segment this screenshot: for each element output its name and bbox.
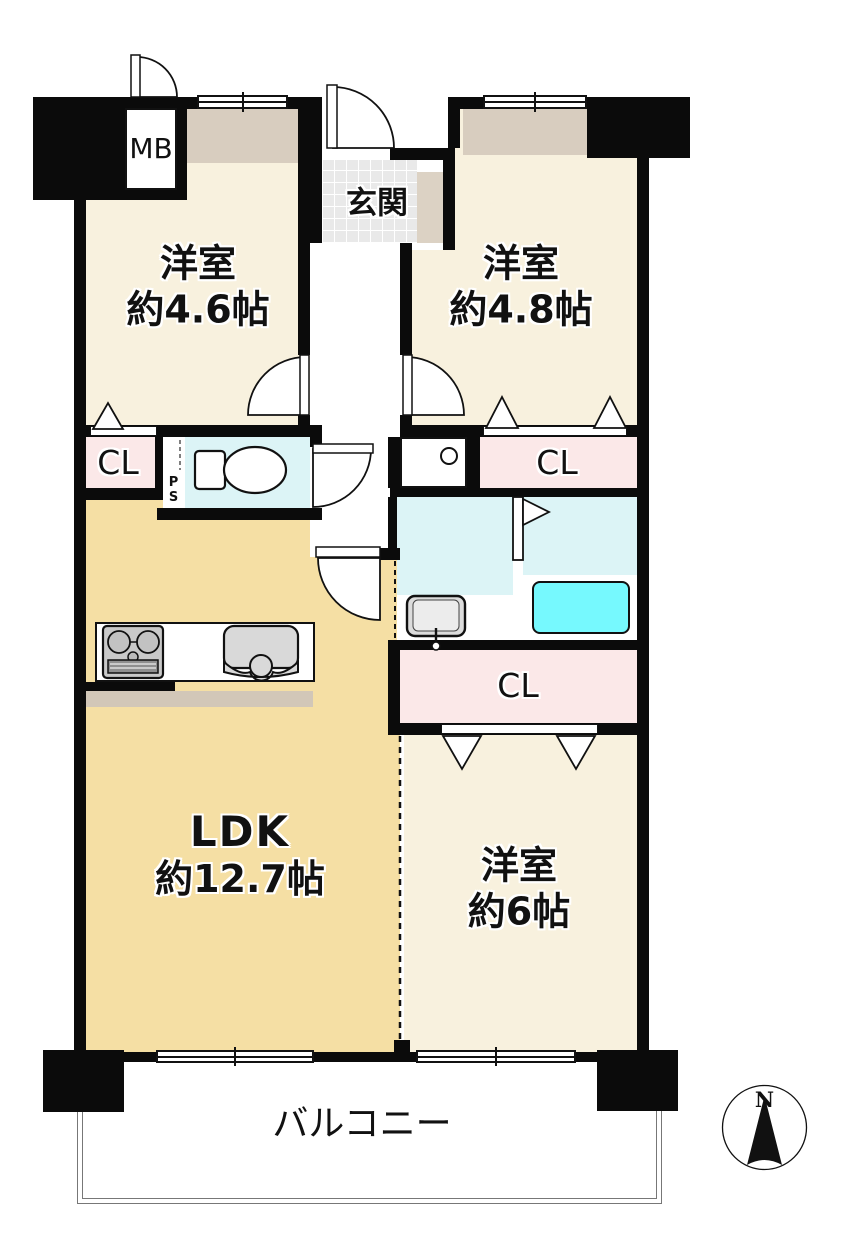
wall [390,640,649,650]
wall [390,148,445,160]
bedroom3-floor [404,733,637,1052]
bathtub [532,581,630,634]
balcony-area [77,1062,662,1204]
closet1-door-track [90,426,157,436]
wall [394,1040,410,1052]
wall [400,415,412,425]
wall [298,415,310,425]
window-bedroom3-balcony [416,1047,576,1066]
mb-door-swing [130,54,178,98]
meter-box-label: MB [129,132,173,166]
toilet-door-swing [312,443,374,508]
closet2-label: CL [536,443,578,483]
wall [467,437,480,488]
closet3-fold-markers [441,735,597,771]
washer-space [400,437,467,488]
wall [388,437,400,488]
compass-north-label: N [755,1087,774,1112]
ldk-label: LDK 約12.7帖 [155,807,325,903]
wall [388,497,397,560]
wall [310,437,322,447]
bedroom1-area: 約4.6帖 [126,287,270,331]
wall-bottom [314,1052,416,1062]
ldk-name: LDK [189,807,291,857]
wall [74,488,163,500]
window-mullion [495,1047,497,1066]
toilet-fixture [193,445,288,495]
wall [460,97,483,109]
closet1-label: CL [97,443,139,483]
wall [157,508,322,520]
ldk-area: 約12.7帖 [155,857,325,902]
window-mullion [534,92,536,112]
kitchen-sink [222,624,300,682]
bedroom1-door-swing [247,354,310,416]
window-bedroom2 [483,92,587,112]
balcony-inner-rail [82,1062,657,1199]
closet3-label: CL [497,666,539,706]
wall [390,488,649,497]
entrance-door-swing [326,84,395,149]
window-bedroom1 [197,92,288,112]
bedroom3-label: 洋室 約6帖 [468,843,570,934]
washer-tap-icon [440,447,458,465]
wall [298,97,322,243]
pipe-space-label: PS [166,475,181,505]
washroom-fill [397,497,513,595]
compass: N [721,1084,808,1171]
bedroom2-floor [455,109,637,425]
meter-box [125,108,177,190]
closet2-door-track [483,426,627,436]
window-mullion [234,1047,236,1066]
wall-top-right-block [587,97,690,158]
bedroom3-name: 洋室 [480,843,558,888]
wall [187,97,199,109]
wall-bottom-right-block [597,1050,678,1111]
bedroom1-storage-strip [187,109,298,163]
closet1-fold-marker [91,401,125,430]
window-mullion [241,92,244,112]
wall-right-outer [637,158,649,1052]
closet2-fold-markers [484,395,628,429]
bedroom2-name: 洋室 [482,241,560,286]
balcony-label: バルコニー [272,1103,452,1145]
bedroom2-label: 洋室 約4.8帖 [449,241,592,332]
bedroom1-label: 洋室 約4.6帖 [126,241,269,332]
wall-left-outer [74,200,86,1052]
wall [155,437,163,500]
wall-bottom-left-block [43,1050,124,1112]
compass-needle [747,1096,782,1165]
closet3-fill [400,648,637,723]
kitchen-counter-base [83,691,313,707]
ldk-door-swing [315,546,381,621]
wall [400,243,412,355]
closet2-fill [480,437,637,488]
bedroom2-door-swing [402,354,465,416]
kitchen-counter-edge [83,682,175,691]
wall [388,640,400,735]
bedroom2-area: 約4.8帖 [449,287,593,331]
bedroom1-name: 洋室 [159,241,237,286]
bathroom-door [512,496,552,561]
wall [298,243,310,355]
closet1-fill [82,437,155,488]
window-ldk-balcony [156,1047,314,1066]
stove [101,624,165,680]
entrance-tile-floor [322,160,417,243]
wall [448,97,460,148]
bedroom3-area: 約6帖 [467,889,571,933]
wall [443,148,455,250]
entrance-step [417,172,443,243]
closet3-door-track [441,724,598,734]
wall [378,548,400,560]
entrance-label: 玄関 [346,185,408,222]
bedroom2-storage-strip [463,109,595,155]
vanity-sink [405,594,467,651]
